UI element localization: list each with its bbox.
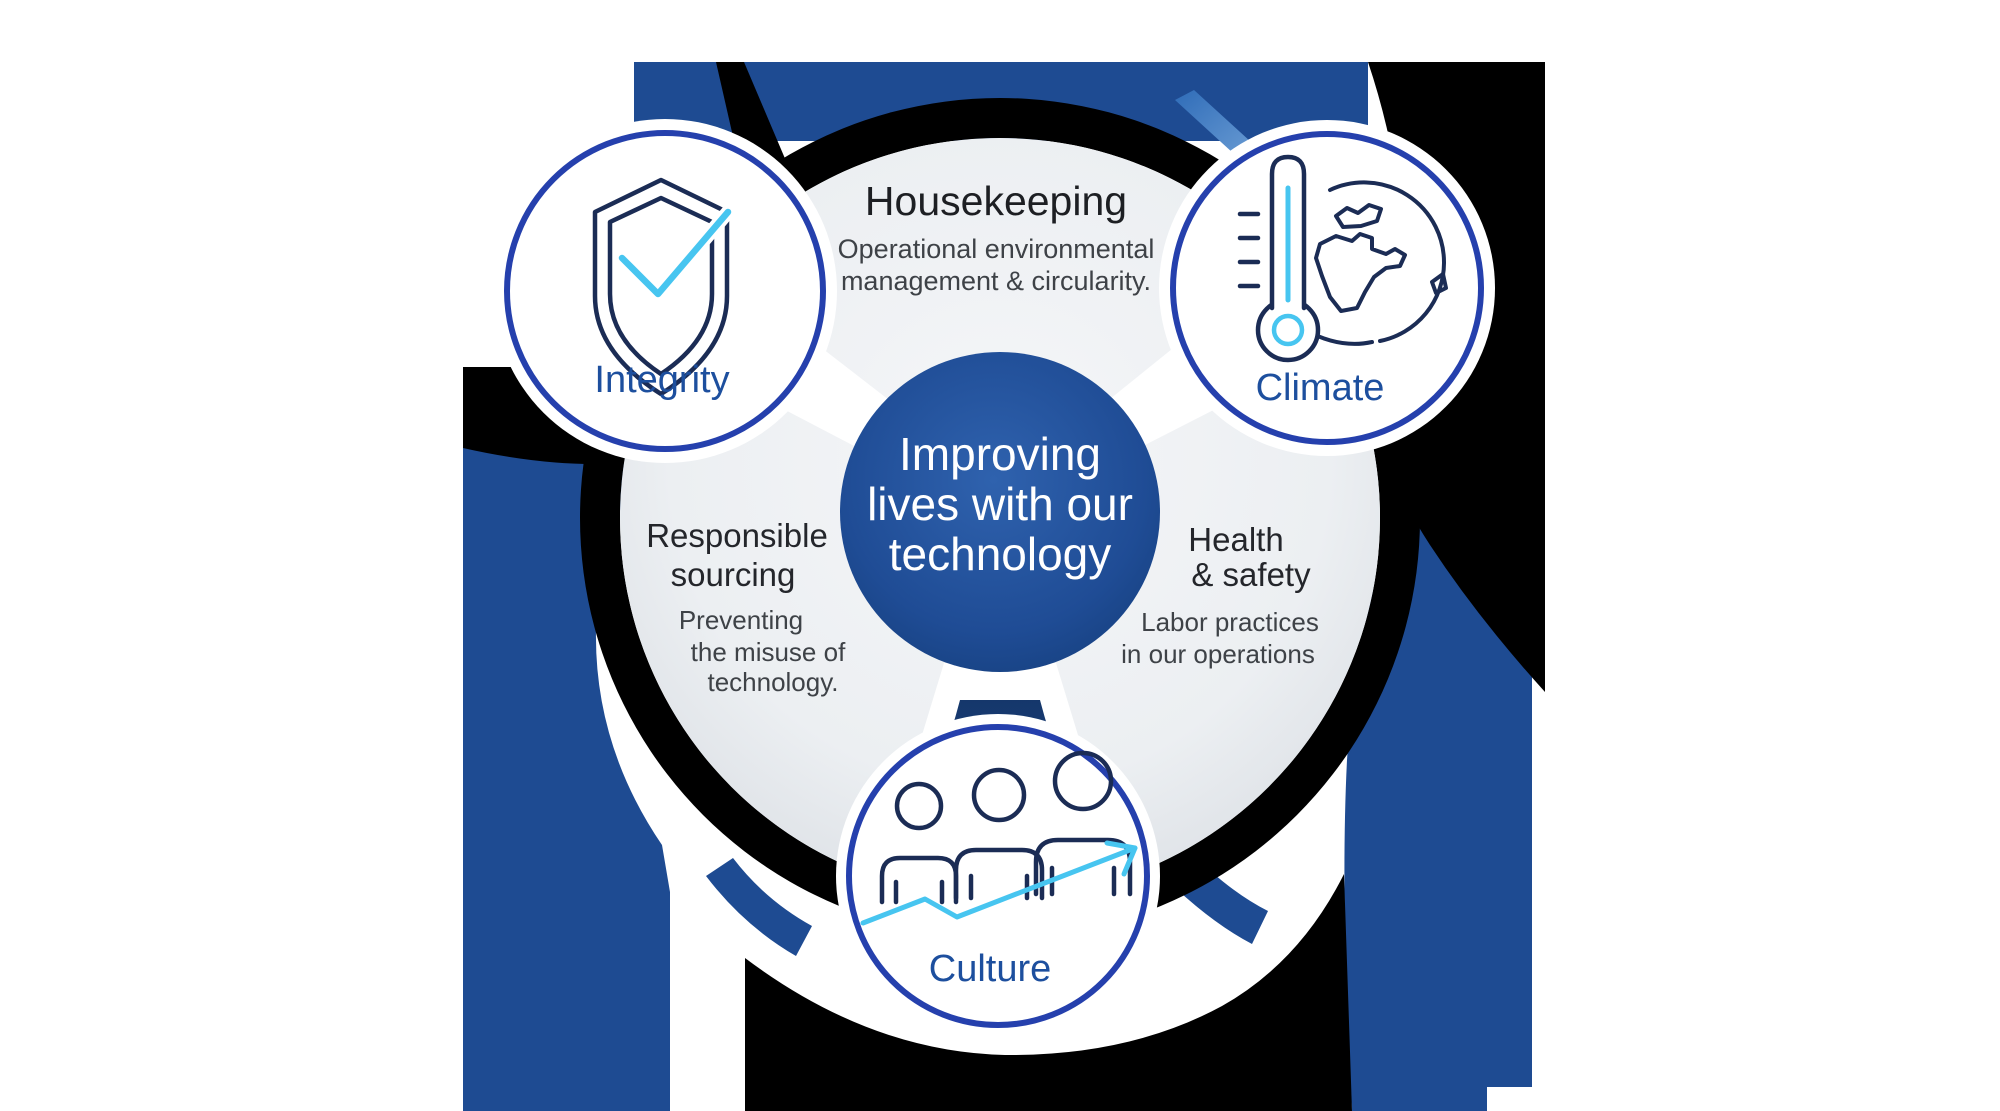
shield-check-icon — [592, 177, 735, 397]
health-body-line2: in our operations — [1121, 639, 1315, 669]
segment-responsible-sourcing: Responsible sourcing Preventing the misu… — [646, 517, 846, 697]
blue-top-band — [634, 62, 1368, 306]
sourcing-body-line3: technology. — [707, 667, 838, 697]
black-bottom-mass — [745, 874, 1352, 1111]
thermometer-globe-icon — [1237, 154, 1448, 363]
sourcing-title-line2: sourcing — [671, 556, 796, 593]
center-title-line1: Improving — [899, 428, 1101, 480]
white-corner-notch — [1487, 1087, 1547, 1111]
center-title-line2: lives with our — [867, 478, 1133, 530]
health-body-line1: Labor practices — [1141, 607, 1319, 637]
housekeeping-body-line1: Operational environmental — [838, 234, 1155, 264]
blue-left-mass — [463, 440, 670, 1111]
culture-label: Culture — [929, 948, 1052, 990]
people-growth-arrow-icon — [860, 750, 1138, 926]
center-title-line3: technology — [889, 528, 1112, 580]
climate-label: Climate — [1256, 367, 1385, 409]
integrity-label: Integrity — [594, 359, 729, 401]
housekeeping-body-line2: management & circularity. — [841, 266, 1151, 296]
segment-housekeeping: Housekeeping Operational environmental m… — [838, 178, 1155, 296]
sourcing-body-line2: the misuse of — [691, 637, 846, 667]
health-title-line1: Health — [1188, 521, 1283, 558]
housekeeping-title: Housekeeping — [865, 178, 1127, 224]
climate-node: Climate — [1159, 120, 1495, 456]
health-title-line2: & safety — [1191, 556, 1311, 593]
sourcing-title-line1: Responsible — [646, 517, 828, 554]
sourcing-body-line1: Preventing — [679, 605, 803, 635]
culture-circle — [846, 724, 1150, 1028]
integrity-node: Integrity — [493, 119, 837, 463]
culture-node: Culture — [836, 714, 1160, 1038]
center-circle — [840, 352, 1160, 672]
segment-health-safety: Health & safety Labor practices in our o… — [1121, 521, 1319, 669]
blue-ring-arc-left — [706, 858, 812, 956]
